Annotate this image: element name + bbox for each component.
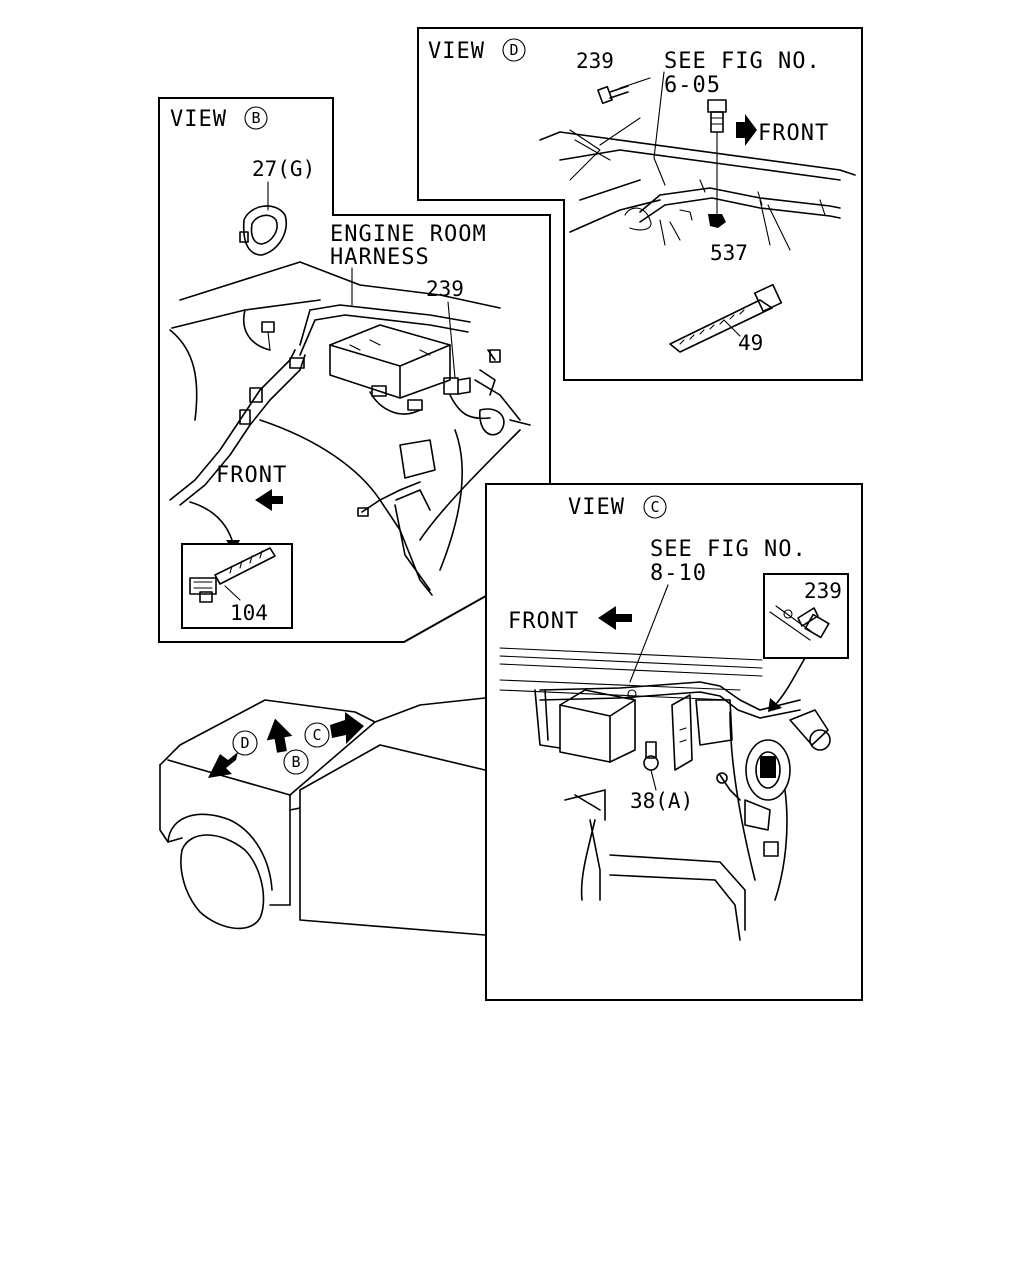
view-b-circle [244, 106, 268, 130]
view-d-part-49: 49 [738, 331, 763, 355]
bolt-239-icon [597, 85, 629, 105]
view-c-part-38: 38(A) [630, 789, 693, 813]
marker-b-circle [283, 749, 309, 775]
view-d-see-fig-line1: SEE FIG NO. [664, 49, 821, 74]
view-c-circle [643, 495, 667, 519]
front-arrow-icon-b [255, 489, 283, 511]
view-b-part-27: 27(G) [252, 157, 315, 181]
view-c-inset: 239 [763, 573, 849, 659]
view-b-inset-part-104: 104 [230, 601, 268, 625]
view-b-part-239: 239 [426, 277, 464, 301]
view-c-panel: VIEW C SEE FIG NO. 8-10 FRONT 239 [485, 483, 863, 1001]
view-d-panel: VIEW D 239 SEE FIG NO. 6-05 FRONT 537 [417, 27, 863, 381]
view-c-circle-letter: C [650, 498, 659, 516]
view-b-front-label: FRONT [216, 463, 287, 488]
arrow-c-icon [330, 712, 364, 744]
bolt-239-icon-c [797, 607, 830, 639]
view-d-see-fig-line2: 6-05 [664, 73, 721, 98]
view-c-inset-part-239: 239 [804, 579, 842, 603]
nut-537-icon [708, 214, 726, 228]
bolt-vertical-icon [707, 99, 727, 133]
view-d-part-537: 537 [710, 241, 748, 265]
view-c-see-fig-line2: 8-10 [650, 561, 707, 586]
cable-tie-49-icon [669, 283, 783, 353]
view-b-panel: VIEW B 27(G) ENGINE ROOM HARNESS 239 [158, 97, 551, 643]
bolt-239-icon-b [443, 377, 471, 395]
view-b-inset: 104 [181, 543, 293, 629]
front-arrow-icon-c [598, 606, 632, 630]
view-d-circle-letter: D [509, 41, 518, 59]
arrow-d-icon [208, 752, 238, 778]
front-arrow-icon [736, 114, 757, 146]
marker-c-letter: C [312, 726, 321, 744]
arrow-b-icon [266, 718, 293, 753]
view-b-harness-line2: HARNESS [330, 245, 430, 270]
view-d-circle [502, 38, 526, 62]
view-d-title: VIEW [428, 39, 485, 64]
view-d-front-label: FRONT [758, 121, 829, 146]
marker-d-circle [232, 730, 258, 756]
marker-c-circle [304, 722, 330, 748]
view-b-harness-line1: ENGINE ROOM [330, 222, 487, 247]
view-c-title: VIEW [568, 495, 625, 520]
horn-icon [745, 709, 831, 801]
view-b-circle-letter: B [251, 109, 260, 127]
marker-d-letter: D [240, 734, 249, 752]
clip-27-icon [239, 205, 287, 256]
view-d-part-239: 239 [576, 49, 614, 73]
control-unit-icon [329, 324, 451, 399]
vehicle-overview: D B C [159, 697, 486, 936]
connector-104-icon [189, 547, 276, 603]
view-c-front-label: FRONT [508, 609, 579, 634]
view-b-title: VIEW [170, 107, 227, 132]
view-c-see-fig-line1: SEE FIG NO. [650, 537, 807, 562]
control-box-c-icon [559, 689, 636, 763]
marker-b-letter: B [291, 753, 300, 771]
